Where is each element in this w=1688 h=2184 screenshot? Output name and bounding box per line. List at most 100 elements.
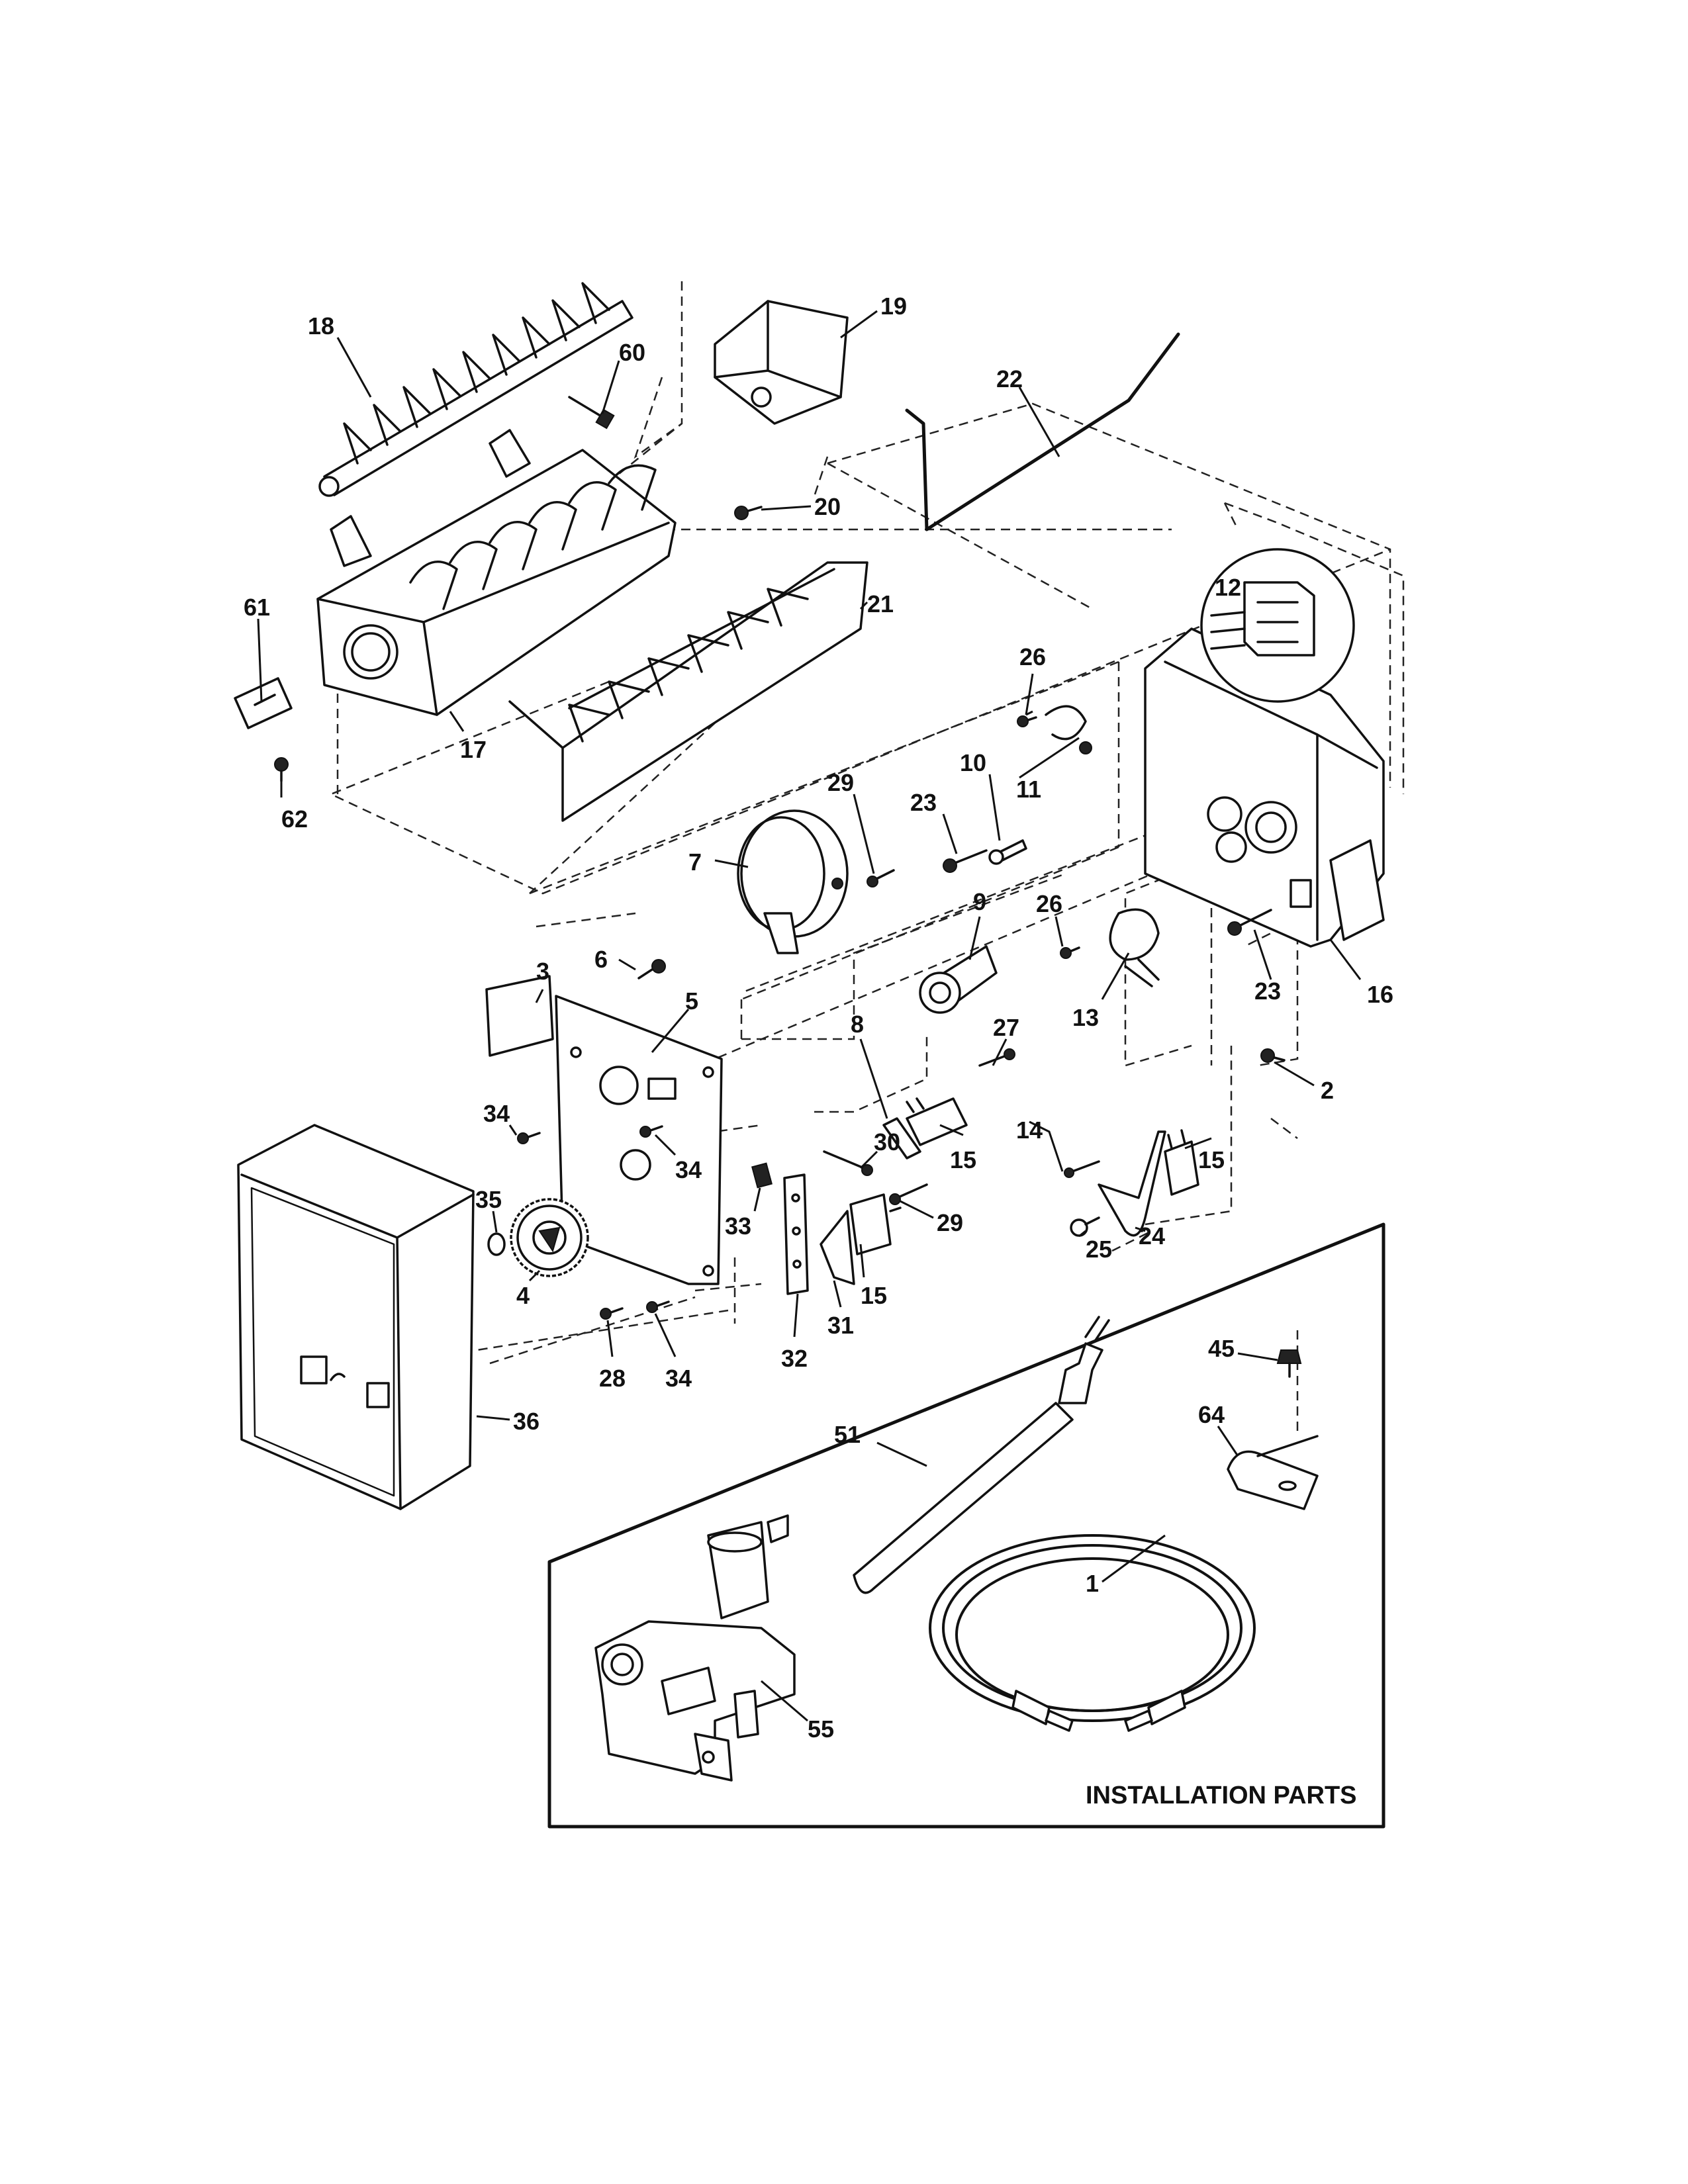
callout-31: 31 [827, 1312, 854, 1339]
callout-4: 4 [516, 1282, 530, 1309]
callout-29b: 29 [937, 1209, 963, 1236]
callout-60: 60 [619, 339, 645, 366]
callout-64: 64 [1198, 1401, 1225, 1428]
callout-33: 33 [725, 1212, 751, 1240]
switch-part-15b [1164, 1129, 1199, 1196]
screw-part-60 [568, 396, 615, 430]
insulator-part-31 [820, 1210, 855, 1285]
screw-part-20 [734, 506, 763, 520]
callout-55: 55 [808, 1715, 834, 1743]
housing-part-16 [1144, 627, 1385, 948]
callout-62: 62 [281, 805, 308, 833]
insulation-part-3 [485, 975, 554, 1057]
screw-part-34a [517, 1132, 541, 1144]
connector-part-12 [1200, 548, 1355, 703]
callout-23b: 23 [1254, 978, 1281, 1005]
clamp-part-64 [1227, 1435, 1319, 1510]
screw-part-34c [646, 1300, 670, 1313]
callout-6: 6 [594, 946, 608, 973]
callout-23a: 23 [910, 789, 937, 816]
screw-part-30 [823, 1150, 873, 1176]
callout-27: 27 [993, 1014, 1019, 1041]
gear-part-4 [510, 1198, 589, 1277]
cover-part-19 [714, 300, 849, 425]
callout-29a: 29 [827, 769, 854, 796]
callout-26a: 26 [1019, 643, 1046, 670]
screw-part-25 [1070, 1216, 1100, 1237]
screw-part-2 [1260, 1048, 1315, 1087]
callout-22: 22 [996, 365, 1023, 392]
clip-part-61 [234, 677, 293, 729]
callout-13: 13 [1072, 1004, 1099, 1031]
heater-clip-part-13 [1109, 908, 1160, 987]
screw-part-28 [600, 1307, 624, 1320]
motor-part-7 [737, 809, 849, 954]
lever-part-24 [1098, 1130, 1166, 1237]
callout-34c: 34 [665, 1365, 692, 1392]
callout-19: 19 [880, 293, 907, 320]
installation-parts-inset [547, 1222, 1385, 1829]
screw-part-6 [637, 959, 666, 979]
callout-15b: 15 [1198, 1146, 1225, 1173]
callout-18: 18 [308, 312, 334, 340]
switch-part-15a [906, 1097, 968, 1146]
pin-part-10 [988, 839, 1027, 865]
callout-21: 21 [867, 590, 894, 617]
callout-15a: 15 [950, 1146, 976, 1173]
screw-part-45 [1276, 1349, 1302, 1378]
callout-11: 11 [1016, 776, 1041, 803]
callout-51: 51 [834, 1421, 861, 1448]
callout-34b: 34 [675, 1156, 702, 1183]
callout-5: 5 [685, 987, 698, 1015]
callout-61: 61 [244, 594, 270, 621]
screw-part-29b [889, 1183, 928, 1205]
thermostat-part-9 [919, 945, 998, 1014]
screw-part-29a [867, 869, 895, 887]
callout-14: 14 [1016, 1116, 1043, 1144]
screw-part-34b [639, 1125, 663, 1138]
leader-lines [257, 310, 1362, 1722]
callout-20: 20 [814, 493, 841, 520]
clip-part-11 [1045, 705, 1092, 754]
callout-3: 3 [536, 958, 549, 985]
callout-32: 32 [781, 1345, 808, 1372]
ice-mold-part-17 [316, 429, 677, 716]
callout-17: 17 [460, 736, 487, 763]
switch-arm-part-8 [882, 1117, 921, 1160]
screw-part-23a [943, 849, 988, 873]
callout-9: 9 [973, 888, 986, 915]
screw-part-26b [1060, 946, 1080, 959]
callout-28: 28 [599, 1365, 626, 1392]
water-line-part-1 [929, 1534, 1256, 1732]
stripper-part-21 [508, 561, 868, 822]
screw-part-14 [1064, 1160, 1100, 1178]
callout-26b: 26 [1036, 890, 1062, 917]
callout-36: 36 [513, 1408, 539, 1435]
callout-7: 7 [688, 848, 702, 876]
ejector-part-18 [318, 282, 633, 497]
callout-35: 35 [475, 1186, 502, 1213]
callout-labels: 18 60 19 22 20 21 61 17 62 12 26 11 10 2… [244, 293, 1393, 1809]
callout-12: 12 [1215, 574, 1241, 601]
callout-30: 30 [874, 1128, 900, 1156]
callout-10: 10 [960, 749, 986, 776]
callout-24: 24 [1139, 1222, 1165, 1250]
screw-part-26a [1017, 715, 1037, 727]
callout-2: 2 [1321, 1077, 1334, 1104]
water-tube-part-51 [853, 1316, 1110, 1594]
spacer-part-33 [751, 1162, 773, 1189]
screw-part-27 [978, 1048, 1015, 1067]
callout-45: 45 [1208, 1335, 1235, 1362]
callout-34a: 34 [483, 1100, 510, 1127]
callout-8: 8 [851, 1011, 864, 1038]
callout-25: 25 [1086, 1236, 1112, 1263]
switch-part-15c [849, 1193, 902, 1255]
screw-part-23b [1227, 909, 1272, 936]
callout-16: 16 [1367, 981, 1393, 1008]
bracket-part-32 [783, 1173, 809, 1295]
callout-15c: 15 [861, 1282, 887, 1309]
front-cover-part-36 [237, 1124, 475, 1510]
callout-1: 1 [1086, 1570, 1099, 1597]
installation-parts-title: INSTALLATION PARTS [1086, 1782, 1357, 1809]
